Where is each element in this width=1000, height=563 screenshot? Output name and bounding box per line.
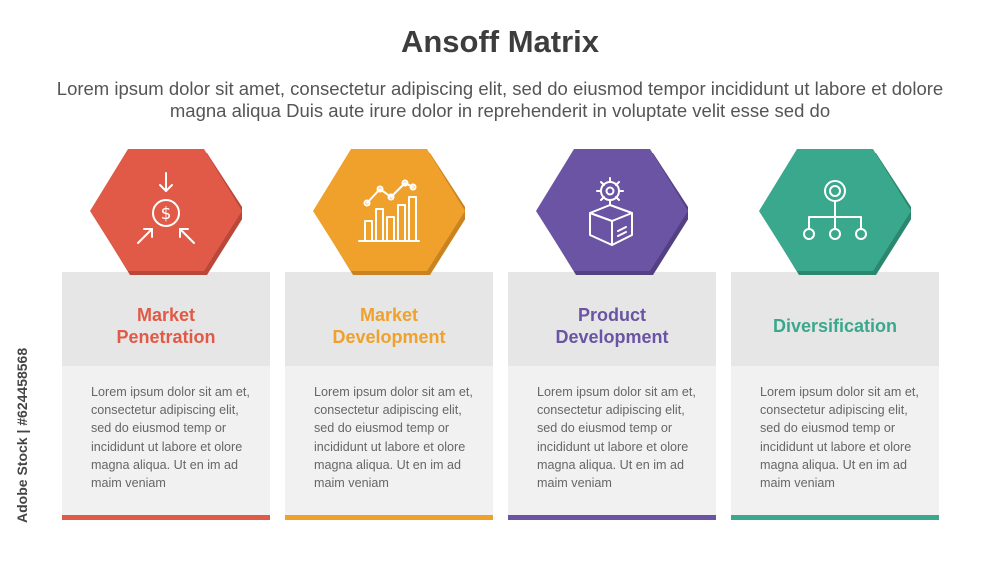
card-header — [731, 272, 939, 366]
page-subtitle: Lorem ipsum dolor sit amet, consectetur … — [56, 78, 944, 121]
card-accent-bar — [731, 515, 939, 520]
ansoff-card-diversification: Diversification Lorem ipsum dolor sit am… — [731, 272, 939, 520]
card-body-text: Lorem ipsum dolor sit am et, consectetur… — [760, 385, 919, 491]
hexagon-badge — [759, 147, 911, 277]
card-heading: Diversification — [772, 316, 898, 336]
bar-chart-growth-icon — [358, 179, 420, 242]
hexagon-badge — [313, 147, 465, 277]
hexagon-badge: $ — [90, 147, 242, 277]
hexagon-badge — [536, 147, 688, 277]
card-accent-bar — [285, 515, 493, 520]
card-header — [62, 272, 270, 366]
card-body-text: Lorem ipsum dolor sit am et, consectetur… — [91, 385, 250, 491]
card-accent-bar — [62, 515, 270, 520]
page-title: Ansoff Matrix — [400, 24, 600, 59]
svg-text:$: $ — [161, 204, 172, 224]
card-body-text: Lorem ipsum dolor sit am et, consectetur… — [537, 385, 696, 491]
hierarchy-network-icon — [803, 180, 867, 240]
card-header — [508, 272, 716, 366]
gear-box-icon — [589, 177, 633, 246]
coin-arrows-icon: $ — [137, 172, 195, 244]
card-accent-bar — [508, 515, 716, 520]
card-body-text: Lorem ipsum dolor sit am et, consectetur… — [314, 385, 473, 491]
stock-watermark: Adobe Stock | #624458568 — [14, 347, 30, 523]
card-header — [285, 272, 493, 366]
